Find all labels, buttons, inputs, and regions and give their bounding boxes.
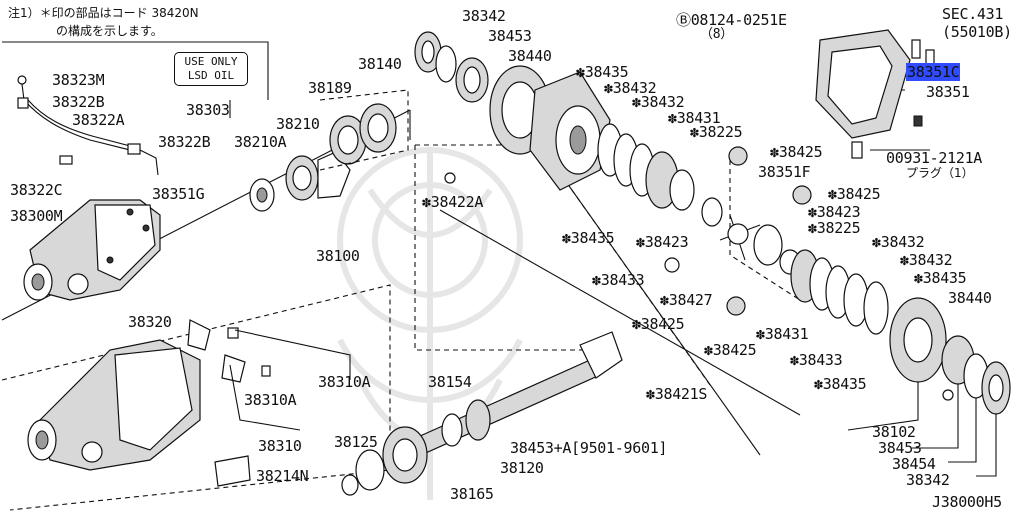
part-label-38425-a[interactable]: ✽38425	[770, 143, 823, 161]
bolt-code-label[interactable]: Ⓑ08124-0251E	[676, 11, 787, 29]
part-label-38440-top[interactable]: 38440	[508, 47, 552, 65]
part-label-38427[interactable]: ✽38427	[660, 291, 713, 309]
part-label-38351F[interactable]: 38351F	[758, 163, 811, 181]
part-label-38300M[interactable]: 38300M	[10, 207, 63, 225]
part-label-38189[interactable]: 38189	[308, 79, 352, 97]
part-label-38100[interactable]: 38100	[316, 247, 360, 265]
part-label-38435-a[interactable]: ✽38435	[576, 63, 629, 81]
lsd-label-line-1: USE ONLY	[184, 55, 238, 68]
part-label-38422A[interactable]: ✽38422A	[422, 193, 484, 211]
part-label-38102[interactable]: 38102	[872, 423, 916, 441]
part-label-38453-top[interactable]: 38453	[488, 27, 532, 45]
part-label-38140[interactable]: 38140	[358, 55, 402, 73]
part-label-38323M[interactable]: 38323M	[52, 71, 105, 89]
part-label-38425-d[interactable]: ✽38425	[828, 185, 881, 203]
part-label-38225-a[interactable]: ✽38225	[690, 123, 743, 141]
part-label-38154[interactable]: 38154	[428, 373, 472, 391]
part-label-38454[interactable]: 38454	[892, 455, 936, 473]
part-label-38423-b[interactable]: ✽38423	[808, 203, 861, 221]
part-label-38432-b[interactable]: ✽38432	[632, 93, 685, 111]
part-label-38322B-2[interactable]: 38322B	[158, 133, 211, 151]
highlighted-part-38351C[interactable]: 38351C	[906, 63, 961, 81]
part-label-38225-b[interactable]: ✽38225	[808, 219, 861, 237]
part-label-38425-b[interactable]: ✽38425	[632, 315, 685, 333]
part-label-38351G[interactable]: 38351G	[152, 185, 205, 203]
plug-name-label: プラグ（1）	[906, 166, 974, 180]
sec431-sub-label: (55010B)	[942, 23, 1012, 41]
part-label-38435-c[interactable]: ✽38435	[914, 269, 967, 287]
diagram-id: J38000H5	[932, 493, 1002, 511]
part-label-38432-a[interactable]: ✽38432	[604, 79, 657, 97]
bolt-qty-label: （8）	[700, 27, 733, 42]
part-label-38303[interactable]: 38303	[186, 101, 230, 119]
part-label-38320[interactable]: 38320	[128, 313, 172, 331]
part-label-38432-c[interactable]: ✽38432	[872, 233, 925, 251]
part-label-38453A[interactable]: 38453+A[9501-9601]	[510, 439, 668, 457]
part-label-38210[interactable]: 38210	[276, 115, 320, 133]
lsd-oil-label: USE ONLY LSD OIL	[174, 52, 248, 86]
part-label-38310A-2[interactable]: 38310A	[244, 391, 297, 409]
part-label-38351[interactable]: 38351	[926, 83, 970, 101]
part-label-38433-b[interactable]: ✽38433	[790, 351, 843, 369]
part-label-38322A[interactable]: 38322A	[72, 111, 125, 129]
part-label-38421S[interactable]: ✽38421S	[646, 385, 708, 403]
part-label-38125[interactable]: 38125	[334, 433, 378, 451]
part-label-38425-c[interactable]: ✽38425	[704, 341, 757, 359]
note-line-1: 注1）＊印の部品はコード 38420N	[8, 6, 199, 20]
part-label-38214N[interactable]: 38214N	[256, 467, 309, 485]
part-label-38322C[interactable]: 38322C	[10, 181, 63, 199]
part-label-38165[interactable]: 38165	[450, 485, 494, 503]
part-label-38342-r[interactable]: 38342	[906, 471, 950, 489]
sec431-link[interactable]: SEC.431	[942, 5, 1004, 23]
part-label-38322B[interactable]: 38322B	[52, 93, 105, 111]
plug-code-label[interactable]: 00931-2121A	[886, 149, 983, 167]
part-label-38435-b[interactable]: ✽38435	[562, 229, 615, 247]
part-label-38120[interactable]: 38120	[500, 459, 544, 477]
lsd-label-line-2: LSD OIL	[187, 69, 235, 82]
part-label-38431-a[interactable]: ✽38431	[668, 109, 721, 127]
part-label-38440-r[interactable]: 38440	[948, 289, 992, 307]
note-line-2: の構成を示します。	[56, 24, 163, 38]
part-label-38432-d[interactable]: ✽38432	[900, 251, 953, 269]
part-label-38210A[interactable]: 38210A	[234, 133, 287, 151]
part-label-38342-top[interactable]: 38342	[462, 7, 506, 25]
part-label-38310[interactable]: 38310	[258, 437, 302, 455]
part-label-38351C[interactable]: 38351C	[906, 63, 961, 81]
part-label-38433-a[interactable]: ✽38433	[592, 271, 645, 289]
part-label-38435-d[interactable]: ✽38435	[814, 375, 867, 393]
part-label-38431-b[interactable]: ✽38431	[756, 325, 809, 343]
part-label-38423-a[interactable]: ✽38423	[636, 233, 689, 251]
part-label-38310A-1[interactable]: 38310A	[318, 373, 371, 391]
part-label-38453-r[interactable]: 38453	[878, 439, 922, 457]
